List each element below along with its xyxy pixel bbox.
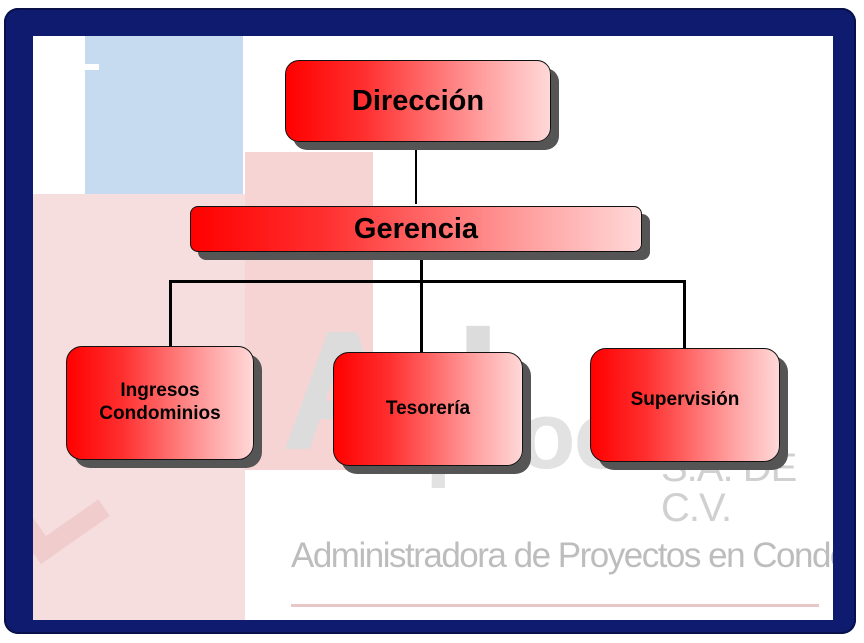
org-box-label: Ingresos Condominios [99, 380, 221, 424]
org-box-tesoreria: Tesorería [333, 352, 523, 466]
org-box-ingresos-condominios: Ingresos Condominios [66, 346, 254, 460]
org-box-label: Gerencia [353, 212, 479, 245]
org-box-gerencia: Gerencia [190, 206, 642, 252]
connector-manager-trunk [420, 254, 423, 282]
org-box-label: Dirección [351, 84, 485, 117]
connector-root-manager [415, 142, 417, 204]
org-box-label: Supervisión [630, 389, 740, 410]
logo-blue-notch [85, 64, 99, 70]
logo-underline [291, 604, 819, 607]
org-box-supervision: Supervisión [590, 348, 780, 462]
connector-drop-supervision [683, 280, 686, 350]
connector-horizontal-bar [169, 280, 686, 283]
slide-canvas: Ad procon S.A. DE C.V. Administradora de… [33, 36, 833, 620]
org-box-label: Tesorería [385, 398, 471, 419]
logo-tagline: Administradora de Proyectos en Condomini… [291, 536, 833, 575]
connector-drop-ingresos [169, 280, 172, 346]
org-box-direccion: Dirección [285, 60, 551, 142]
connector-drop-tesoreria [420, 280, 423, 352]
